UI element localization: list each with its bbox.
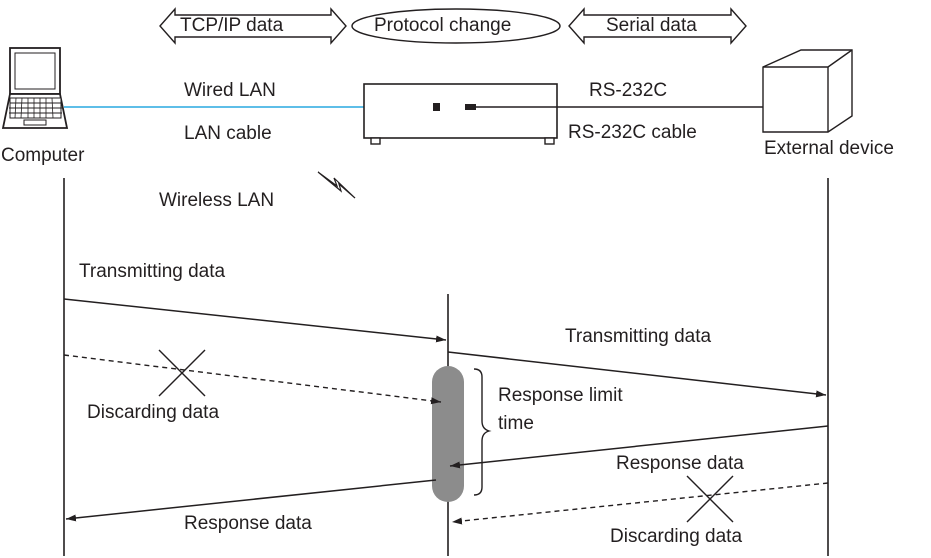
computer-label: Computer (1, 145, 85, 166)
serial-double-arrow (568, 7, 747, 45)
transmitting-data-label-1: Transmitting data (79, 261, 226, 282)
response-limit-brace (473, 368, 492, 496)
converter-box-icon (363, 83, 558, 145)
response-arrow-2 (65, 479, 437, 522)
discarding-data-label-1: Discarding data (87, 402, 220, 423)
tcpip-double-arrow (159, 7, 347, 45)
lan-cable-label: LAN cable (184, 123, 272, 144)
tcpip-data-label: TCP/IP data (180, 15, 284, 36)
response-limit-label-line1: Response limit (498, 385, 623, 406)
discard-cross-2 (686, 475, 734, 523)
rs232c-label: RS-232C (589, 80, 668, 101)
discard-arrow-1 (63, 354, 442, 405)
wireless-icon (317, 171, 356, 199)
transmit-arrow-1 (63, 298, 447, 343)
discard-cross-1 (158, 349, 206, 397)
response-limit-label-line2: time (498, 413, 534, 434)
transmitting-data-label-2: Transmitting data (565, 326, 712, 347)
external-device-label: External device (764, 138, 894, 159)
response-data-label-1: Response data (616, 453, 744, 474)
rs232c-cable-label: RS-232C cable (568, 122, 697, 143)
laptop-icon (1, 47, 69, 129)
protocol-change-ellipse (351, 8, 561, 44)
wireless-lan-label: Wireless LAN (159, 190, 275, 211)
discarding-data-label-2: Discarding data (610, 526, 743, 547)
external-device-icon (762, 49, 853, 133)
response-arrow-1 (449, 425, 829, 469)
response-data-label-2: Response data (184, 513, 312, 534)
protocol-change-label: Protocol change (374, 15, 512, 36)
response-limit-bar (432, 366, 464, 502)
wired-lan-label: Wired LAN (184, 80, 276, 101)
discard-arrow-2 (451, 482, 829, 525)
transmit-arrow-2 (447, 351, 827, 398)
serial-data-label: Serial data (606, 15, 697, 36)
